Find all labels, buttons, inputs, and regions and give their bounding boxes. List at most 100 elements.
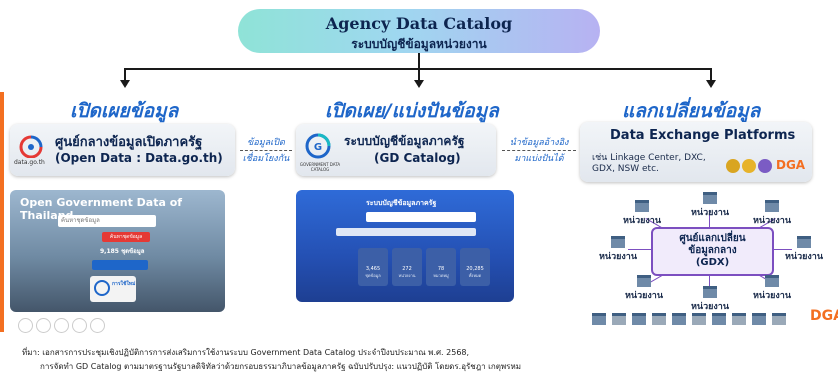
link-left-line (240, 150, 292, 151)
agency-label: หน่วยงาน (624, 291, 663, 301)
data-go-th-logo-icon (19, 135, 43, 158)
agency-label: หน่วยงาน (752, 216, 791, 226)
corner-dga-logo: DGA (810, 308, 838, 324)
gdx-hub-line-2: ข้อมูลกลาง (688, 245, 737, 256)
building-icon (635, 200, 649, 212)
agency-label: หน่วยงาน (598, 252, 637, 262)
gd-stat-card-3: 78 หมวดหมู่ (426, 248, 456, 286)
left-accent-bar (0, 92, 4, 332)
emblem-1-icon (726, 159, 740, 173)
building-icon (592, 313, 606, 325)
gd-stat-label-1: ชุดข้อมูล (365, 273, 381, 278)
link-left-label-2: เชื่อมโยงกัน (242, 154, 290, 164)
link-right-line (502, 150, 576, 151)
gd-catalog-logo-icon: G (305, 133, 331, 159)
link-right-label-1: นำข้อมูลอ้างอิง (509, 138, 569, 148)
building-icon (632, 313, 646, 325)
data-exchange-desc-1: เช่น Linkage Center, DXC, (592, 153, 706, 163)
emblem-2-icon (742, 159, 756, 173)
building-icon (797, 236, 811, 248)
link-left-label-1: ข้อมูลเปิด (247, 138, 285, 148)
data-go-th-logo-label: data.go.th (14, 159, 45, 166)
edit-control-icon[interactable] (36, 318, 51, 333)
gdx-hub-line-3: (GDX) (695, 257, 730, 268)
gd-screen-filter-bar (336, 228, 476, 236)
gd-stat-value-2: 272 (402, 266, 412, 272)
title-banner: Agency Data Catalog ระบบบัญชีข้อมูลหน่วย… (238, 9, 600, 53)
agency-node-bottom-left: หน่วยงาน (614, 275, 674, 302)
heading-share-data: เปิดเผย/แบ่งปันข้อมูล (325, 100, 499, 122)
gd-catalog-title-en: (GD Catalog) (374, 151, 461, 165)
agency-node-top-right: หน่วยงาน (742, 200, 802, 227)
agency-label: หน่วยงาน (784, 252, 823, 262)
building-icon (637, 275, 651, 287)
agency-node-bottom: หน่วยงาน (680, 286, 740, 313)
agency-node-top-left: หน่วยงาน (612, 200, 672, 227)
building-icon (652, 313, 666, 325)
gd-catalog-screenshot: ระบบบัญชีข้อมูลภาครัฐ 3,465 ชุดข้อมูล 27… (296, 190, 514, 302)
open-data-screenshot: Open Government Data of Thailand ค้นหาชุ… (10, 190, 225, 312)
heading-open-data: เปิดเผยข้อมูล (70, 100, 179, 122)
gdx-hub-line-1: ศูนย์แลกเปลี่ยน (679, 233, 746, 244)
gdx-hub: ศูนย์แลกเปลี่ยน ข้อมูลกลาง (GDX) (651, 227, 774, 276)
building-icon (772, 313, 786, 325)
gd-stat-label-2: หน่วยงาน (398, 273, 416, 278)
footer-source-line-2: การจัดทำ GD Catalog ตามมาตรฐานรัฐบาลดิจิ… (40, 362, 522, 371)
building-icon (712, 313, 726, 325)
connector-middle-drop (418, 68, 420, 80)
connector-right-drop (710, 68, 712, 80)
link-right-label-2: มาแบ่งปันได้ (514, 154, 564, 164)
agency-label: หน่วยงาน (752, 291, 791, 301)
gd-stat-value-1: 3,465 (365, 266, 381, 272)
arrow-right-icon (706, 80, 716, 88)
connector-left-drop (124, 68, 126, 80)
gd-stat-card-1: 3,465 ชุดข้อมูล (358, 248, 388, 286)
open-data-title-th: ศูนย์กลางข้อมูลเปิดภาครัฐ (55, 135, 203, 150)
gd-stat-card-2: 272 หน่วยงาน (392, 248, 422, 286)
open-data-badge: การใช้ใหม่ (90, 276, 136, 302)
copy-control-icon[interactable] (54, 318, 69, 333)
view-control-icon[interactable] (18, 318, 33, 333)
gd-stat-value-4: 20,285 (466, 266, 484, 272)
badge-icon (94, 280, 110, 296)
building-strip (592, 313, 812, 325)
gd-stat-label-3: หมวดหมู่ (433, 273, 449, 278)
agency-label: หน่วยงาน (690, 208, 729, 218)
open-data-count: 9,185 ชุดข้อมูล (100, 248, 145, 255)
title-thai: ระบบบัญชีข้อมูลหน่วยงาน (351, 37, 487, 51)
building-icon (672, 313, 686, 325)
building-icon (752, 313, 766, 325)
gd-stat-card-4: 20,285 ทั้งหมด (460, 248, 490, 286)
agency-label: หน่วยงาน (690, 302, 729, 312)
agency-node-bottom-right: หน่วยงาน (742, 275, 802, 302)
footer-source-line-1: ที่มา: เอกสารการประชุมเชิงปฏิบัติการการส… (22, 348, 470, 357)
building-icon (765, 200, 779, 212)
arrow-left-icon (120, 80, 130, 88)
open-data-banner (92, 260, 148, 270)
gd-screen-search-input[interactable] (366, 212, 476, 222)
arrow-middle-icon (414, 80, 424, 88)
building-icon (703, 192, 717, 204)
gd-catalog-box: G GOVERNMENT DATA CATALOG ระบบบัญชีข้อมู… (296, 124, 496, 176)
gd-catalog-logo-label: GOVERNMENT DATA CATALOG (299, 162, 341, 172)
agency-label: หน่วยงาน (622, 216, 661, 226)
connector-trunk (418, 53, 420, 69)
zoom-control-icon[interactable] (72, 318, 87, 333)
open-data-search-button[interactable]: ค้นหาชุดข้อมูล (102, 232, 150, 242)
badge-label: การใช้ใหม่ (112, 281, 136, 287)
building-icon (611, 236, 625, 248)
emblem-3-icon (758, 159, 772, 173)
open-data-box: data.go.th ศูนย์กลางข้อมูลเปิดภาครัฐ (Op… (10, 124, 235, 176)
spoke-left (628, 249, 651, 250)
agency-node-left: หน่วยงาน (588, 236, 648, 263)
agency-node-right: หน่วยงาน (778, 236, 830, 263)
open-data-search-input[interactable]: ค้นหาชุดข้อมูล (58, 215, 156, 227)
building-icon (692, 313, 706, 325)
title-english: Agency Data Catalog (325, 14, 513, 33)
spoke-right (770, 249, 792, 250)
more-control-icon[interactable] (90, 318, 105, 333)
building-icon (732, 313, 746, 325)
building-icon (703, 286, 717, 298)
gd-screen-title: ระบบบัญชีข้อมูลภาครัฐ (366, 199, 437, 207)
agency-node-top: หน่วยงาน (680, 192, 740, 219)
